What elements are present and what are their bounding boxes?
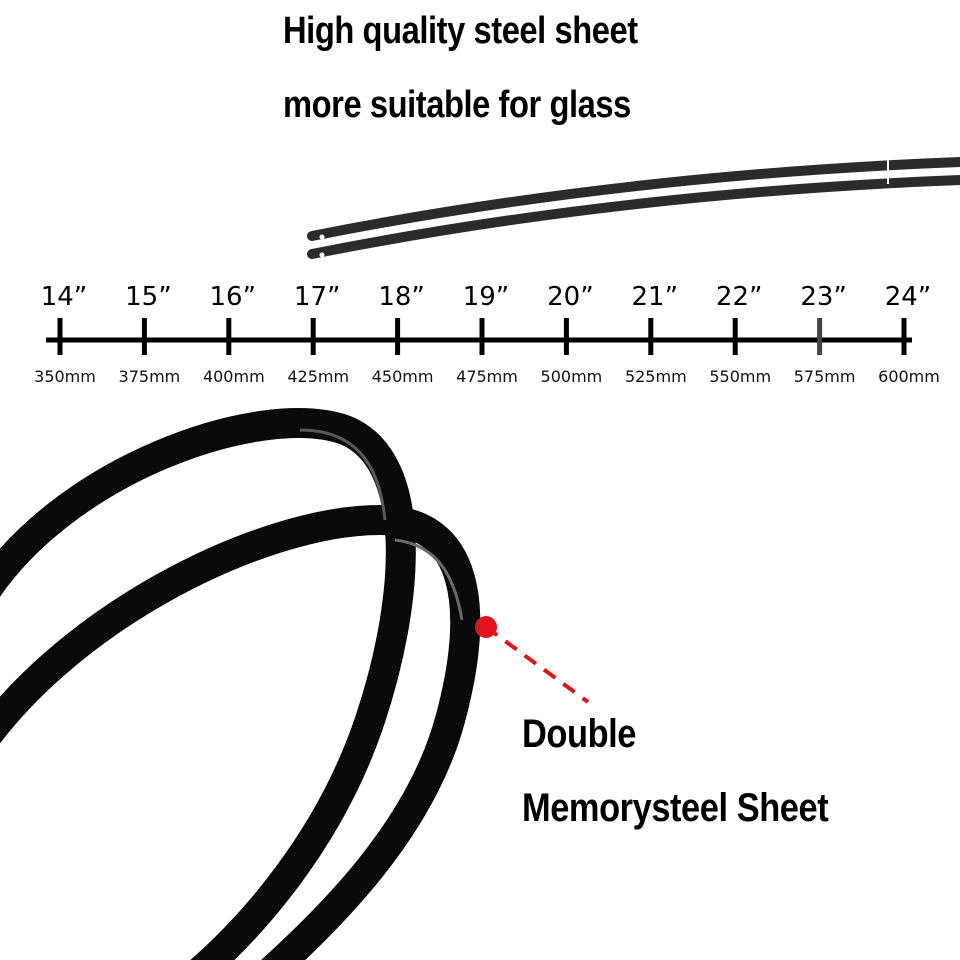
coiled-steel-sheet: [0, 408, 481, 960]
ruler-mm-label: 550mm: [709, 367, 772, 386]
ruler-inch-label: 19”: [462, 282, 510, 312]
ruler-inch-label: 15”: [125, 282, 172, 312]
ruler-inch-label: 18”: [378, 282, 425, 312]
callout-dashed-line: [484, 625, 590, 704]
ruler-inch-label: 14”: [40, 282, 88, 312]
headline-line-2: more suitable for glass: [283, 84, 631, 126]
ruler-inch-label: 20”: [547, 282, 594, 312]
ruler-inch-label: 22”: [715, 282, 763, 312]
ruler-mm-label: 600mm: [878, 367, 940, 386]
size-ruler: [46, 318, 912, 355]
ruler-mm-label: 450mm: [371, 367, 434, 386]
ruler-inch-label: 16”: [209, 282, 257, 312]
callout-marker: [475, 616, 590, 704]
ruler-mm-label: 525mm: [624, 367, 687, 386]
ruler-inch-label: 17”: [293, 282, 341, 312]
ruler-inch-label: 23”: [800, 282, 847, 312]
ruler-inch-label: 21”: [631, 282, 679, 312]
ruler-mm-label: 350mm: [34, 367, 96, 386]
strip-hole: [319, 252, 325, 258]
callout-dot: [475, 616, 497, 638]
ruler-mm-label: 500mm: [540, 367, 603, 386]
ruler-mm-label: 400mm: [202, 367, 265, 386]
ruler-mm-label: 425mm: [287, 367, 350, 386]
callout-label-line-1: Double: [522, 712, 636, 756]
ruler-mm-label: 475mm: [456, 367, 518, 386]
callout-label-line-2: Memorysteel Sheet: [522, 786, 829, 830]
strip-hole: [319, 234, 325, 240]
ruler-inch-label: 24”: [884, 282, 932, 312]
ruler-mm-label: 375mm: [118, 367, 181, 386]
straight-steel-strips: [307, 157, 960, 259]
headline-line-1: High quality steel sheet: [283, 10, 638, 52]
ruler-mm-label: 575mm: [793, 367, 856, 386]
